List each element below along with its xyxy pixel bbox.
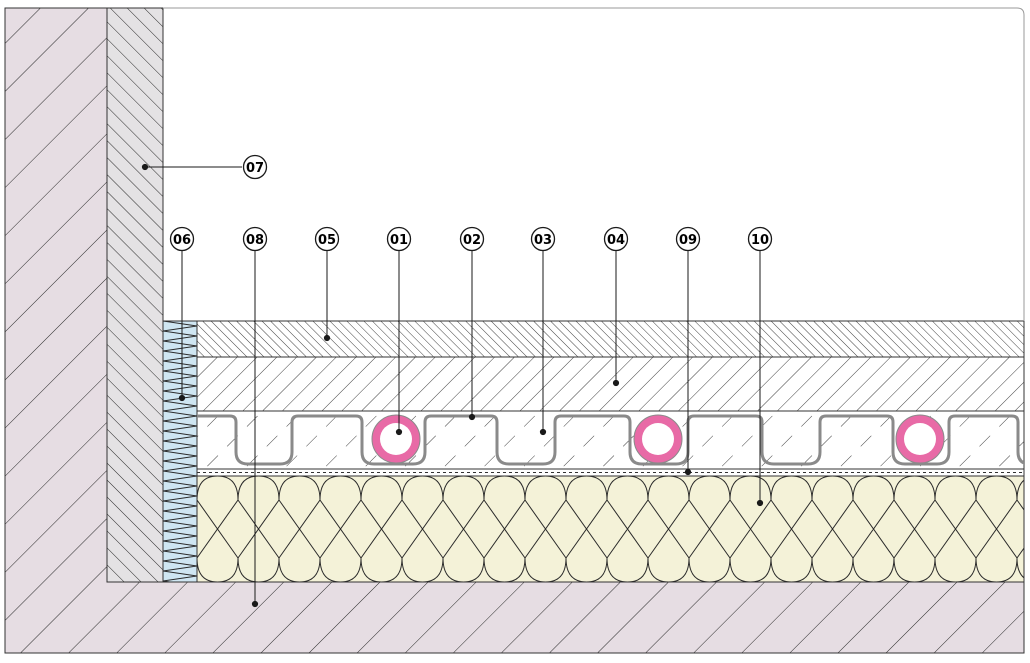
leader-dot-icon — [141, 163, 149, 171]
label-03-text: 03 — [534, 233, 552, 248]
label-08-text: 08 — [246, 233, 264, 248]
label-07: 07 — [242, 154, 268, 180]
label-01-text: 01 — [390, 233, 408, 248]
label-04: 04 — [603, 226, 629, 252]
label-04-text: 04 — [607, 233, 625, 248]
label-02: 02 — [459, 226, 485, 252]
screed-layer — [196, 356, 1025, 412]
thermal-insulation — [196, 475, 1025, 583]
label-06-text: 06 — [173, 233, 191, 248]
heating-pipes — [371, 414, 945, 464]
leader-dot-icon — [395, 428, 403, 436]
pipe-screed-layer — [196, 410, 1025, 470]
separation-foil — [196, 468, 1025, 477]
label-03: 03 — [530, 226, 556, 252]
edge-insulation-strip — [162, 320, 198, 583]
label-05-text: 05 — [318, 233, 336, 248]
label-09: 09 — [675, 226, 701, 252]
label-10-text: 10 — [751, 233, 769, 248]
tile-layer — [196, 320, 1025, 358]
leader-dot-icon — [539, 428, 547, 436]
label-09-text: 09 — [679, 233, 697, 248]
label-bubbles: 07 06 08 05 01 02 03 04 — [169, 154, 773, 252]
room-outline — [163, 7, 1025, 320]
leader-dot-icon — [684, 468, 692, 476]
insulation-fiber-pattern — [197, 476, 1024, 582]
leader-dot-icon — [612, 379, 620, 387]
wall-plaster-layer — [106, 7, 164, 583]
label-10: 10 — [747, 226, 773, 252]
label-05: 05 — [314, 226, 340, 252]
label-01: 01 — [386, 226, 412, 252]
leader-dot-icon — [323, 334, 331, 342]
label-07-text: 07 — [246, 161, 264, 176]
label-06: 06 — [169, 226, 195, 252]
leader-dot-icon — [468, 413, 476, 421]
label-08: 08 — [242, 226, 268, 252]
leader-dot-icon — [251, 600, 259, 608]
leader-dot-icon — [756, 499, 764, 507]
leader-dot-icon — [178, 394, 186, 402]
knob-membrane — [197, 414, 1024, 466]
label-02-text: 02 — [463, 233, 481, 248]
leader-lines — [141, 163, 764, 608]
